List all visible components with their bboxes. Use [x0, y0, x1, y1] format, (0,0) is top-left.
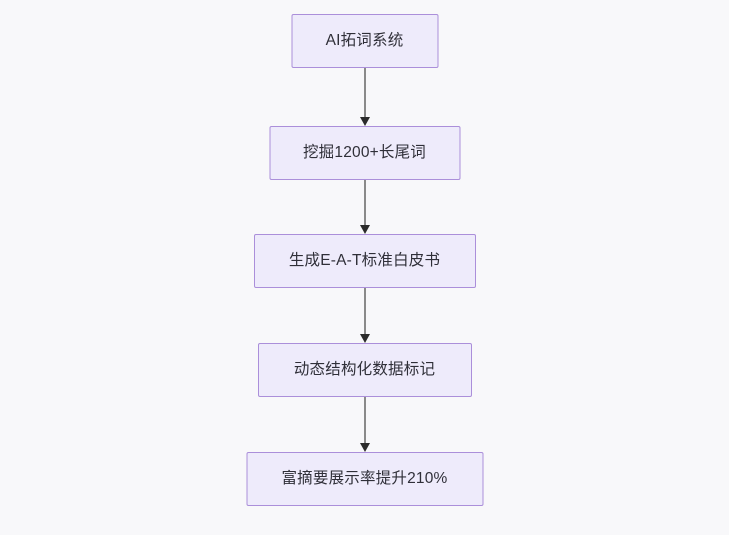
flow-node-ai-keyword-system[interactable]: AI拓词系统	[291, 14, 438, 68]
flow-edge-n1-to-n2	[359, 68, 371, 126]
edge-line	[363, 288, 366, 334]
flow-node-dynamic-structured-data-markup[interactable]: 动态结构化数据标记	[257, 343, 472, 397]
flow-node-rich-snippet-rate-increase[interactable]: 富摘要展示率提升210%	[246, 452, 483, 506]
edge-line	[363, 180, 366, 225]
flow-edge-n3-to-n4	[359, 288, 371, 343]
arrow-head-icon	[359, 443, 370, 452]
edge-line	[363, 397, 366, 443]
arrow-head-icon	[359, 117, 370, 126]
flow-edge-n2-to-n3	[359, 180, 371, 234]
flow-node-generate-eat-whitepaper[interactable]: 生成E-A-T标准白皮书	[253, 234, 476, 288]
arrow-head-icon	[359, 334, 370, 343]
flow-node-label: 富摘要展示率提升210%	[281, 470, 448, 488]
arrow-head-icon	[359, 225, 370, 234]
edge-line	[363, 68, 366, 117]
flow-node-label: 生成E-A-T标准白皮书	[288, 252, 441, 270]
flow-node-label: AI拓词系统	[325, 32, 404, 50]
flow-node-mine-longtail-keywords[interactable]: 挖掘1200+长尾词	[269, 126, 460, 180]
flow-node-label: 挖掘1200+长尾词	[302, 144, 427, 162]
flow-node-label: 动态结构化数据标记	[293, 361, 436, 379]
flow-edge-n4-to-n5	[359, 397, 371, 452]
